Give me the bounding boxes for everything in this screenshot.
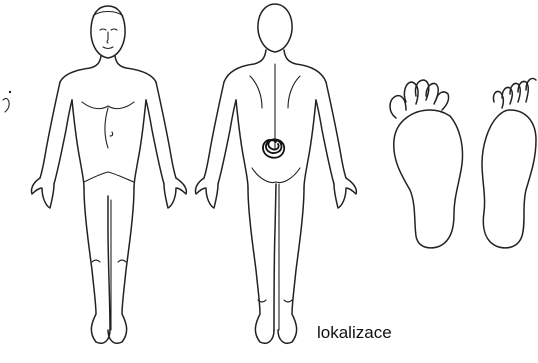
handwritten-mark	[3, 91, 11, 112]
pain-scribble	[263, 139, 284, 157]
back-figure	[195, 4, 356, 343]
left-sole	[390, 80, 463, 248]
right-sole	[482, 78, 536, 247]
caption-label: lokalizace	[317, 323, 392, 343]
front-figure	[31, 6, 186, 343]
